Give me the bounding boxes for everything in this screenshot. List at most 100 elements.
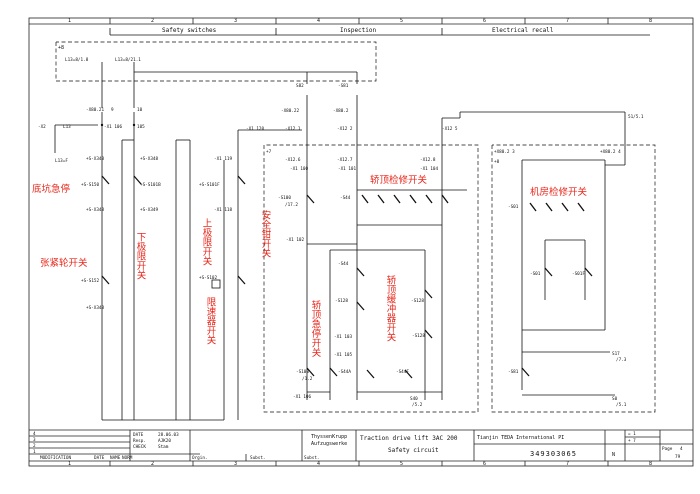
s44a-label: -S44A [338,369,351,375]
company-subname: Aufzugswerke [311,441,347,447]
date-label: DATE [133,432,144,438]
car-top-wiring: -X80.22 -X80.2 -X1 120 -X12 1 -X12 2 -X1… [246,95,626,400]
x1-103-label: -X1 103 [334,334,353,340]
x1-105b-label: -X1 105 [334,352,353,358]
car-top-insp-label: 轿顶检修开关 [370,174,428,186]
col-6-bottom: 6 [483,461,486,467]
s82-label: S82 [296,83,304,89]
rev-row-1: 1 [33,449,36,455]
s01-label: -S01 [508,204,519,210]
left-bus-lines [101,125,302,421]
s44-label: -S44 [340,195,351,201]
x1-102-label: -X1 102 [286,237,305,243]
s40-label: S40 [410,396,418,402]
s01b-label: -S01 [530,271,541,277]
s40-ref: /5.2 [412,402,423,408]
s44f-label: -S44F [396,369,409,375]
s101f-label: +S-S101F [199,182,220,188]
s51-label: 51/5.1 [628,114,644,120]
governor-label: 限速器开关 [205,297,217,345]
machine-room-dashed-box: +X80.2 3 +X80.2 4 +8 51/5.1 [491,114,656,413]
x80e-label: +X80.2 3 [494,149,515,155]
machine-room-wiring: -S01 机房检修开关 -S01 -S01F S17 /7.3 -S81 S0 … [508,150,627,408]
x80d-label: -X80.2 [333,108,349,114]
s100-ref: /17.2 [285,202,298,208]
l13-b-label: L13=8/21.1 [115,57,141,63]
s101b-label: +S-S101B [140,182,161,188]
x12-5-label: -X12 5 [442,126,458,132]
col-7-bottom: 7 [566,461,569,467]
x1-120-label: -X1 120 [246,126,265,132]
customer-name: Tianjin TEDA International PI [477,435,564,441]
company-name: ThyssenKrupp [311,434,347,440]
x1-119-label: -X1 119 [214,156,233,162]
subst-label: Subst. [250,455,266,461]
car-top-estop-label: 轿顶急停开关 [310,299,322,358]
rev-row-4: 4 [33,431,36,437]
col-5-bottom: 5 [400,461,403,467]
x12-8-label: -X12.8 [420,157,436,163]
x1-118-label: -X1 118 [214,207,233,213]
s348-label-1: +S-X348 [86,156,105,162]
drawing-title: Safety circuit [388,447,439,454]
sheet-frame [28,17,694,467]
date-header: DATE [94,455,105,461]
l13-label: L13 [63,124,71,130]
x12-6-label: -X12.6 [285,157,301,163]
section-headers: Safety switches Inspection Electrical re… [109,27,650,36]
plus8b-label: +8 [494,159,500,165]
x80f-label: +X80.2 4 [600,149,621,155]
s12b-bottom-label: -S128 [412,333,425,339]
col-3-bottom: 3 [234,461,237,467]
col-4-bottom: 4 [317,461,320,467]
x80a-pin: 9 [111,107,114,113]
s150-label: +S-S150 [81,182,100,188]
drawing-number: 349303065 [530,450,577,458]
norm-header: NORM [122,455,133,461]
car-top-dashed-box: +7 [263,144,479,413]
x1-105-label: 105 [137,124,145,130]
x80a-label: -X80.21 [86,107,105,113]
x1-106-label: -X1 106 [104,124,123,130]
sheet-code-a: = 1 [628,431,636,437]
l13f-label: L13=F [55,158,68,164]
l13-top-label: L13=8/1.8 [65,57,89,63]
x1-106b-label: -X1 106 [293,394,312,400]
revision-letter: N [612,452,615,458]
resp-label: Resp. [133,438,146,444]
col-1-bottom: 1 [68,461,71,467]
pit-switch-group: +S-X348 +S-S150 +S-X348 +S-S152 +S-X348 … [32,156,110,311]
plus8-label: +8 [58,45,64,51]
check-label: CHECK [133,444,146,450]
column-numbers-top: 1 2 3 4 5 6 7 8 [68,18,652,24]
car-top-lower: -S44 -S128 -X1 103 -S128 -S128 -X1 105 -… [293,249,442,408]
plus7-label: +7 [266,149,272,155]
buffer-label: 轿顶缓冲器开关 [385,274,397,342]
x1-100-label: -X1 100 [290,166,309,172]
s102-label: +S-S102 [199,275,218,281]
up-limit-label: 上极限开关 [201,218,213,266]
x121-label: -X12 1 [285,126,301,132]
col-3: 3 [234,18,237,24]
pit-stop-label: 底坑急停 [32,183,71,195]
s12b2-label: -S128 [411,298,424,304]
x12-7-label: -X12.7 [337,157,353,163]
page-label: Page [662,446,673,452]
col-5: 5 [400,18,403,24]
s81-label: -S81 [338,83,349,89]
date-value: 28.06.03 [158,432,179,438]
project-title: Traction drive lift 3AC 200 [360,435,458,442]
rev-row-3: 3 [33,437,36,443]
down-limit-label: 下极限开关 [135,232,147,280]
s348-label-4: +S-X348 [140,156,159,162]
up-limit-group: -X1 119 +S-S101F -X1 118 +S-S102 上极限开关 限… [199,156,246,345]
x80b-pin: 10 [137,107,143,113]
s0-label: S0 [612,396,618,402]
x2-label: -X2 [38,124,46,130]
subst2-label: Subst. [304,455,320,461]
s12b-label: -S128 [335,298,348,304]
title-block: 4 3 2 1 MODIFICATION DATE NAME NORM DATE… [29,429,693,461]
s100b-label: -S100 [296,369,309,375]
s17-ref: /7.3 [616,357,627,363]
s81x-label: -S81 [508,369,519,375]
